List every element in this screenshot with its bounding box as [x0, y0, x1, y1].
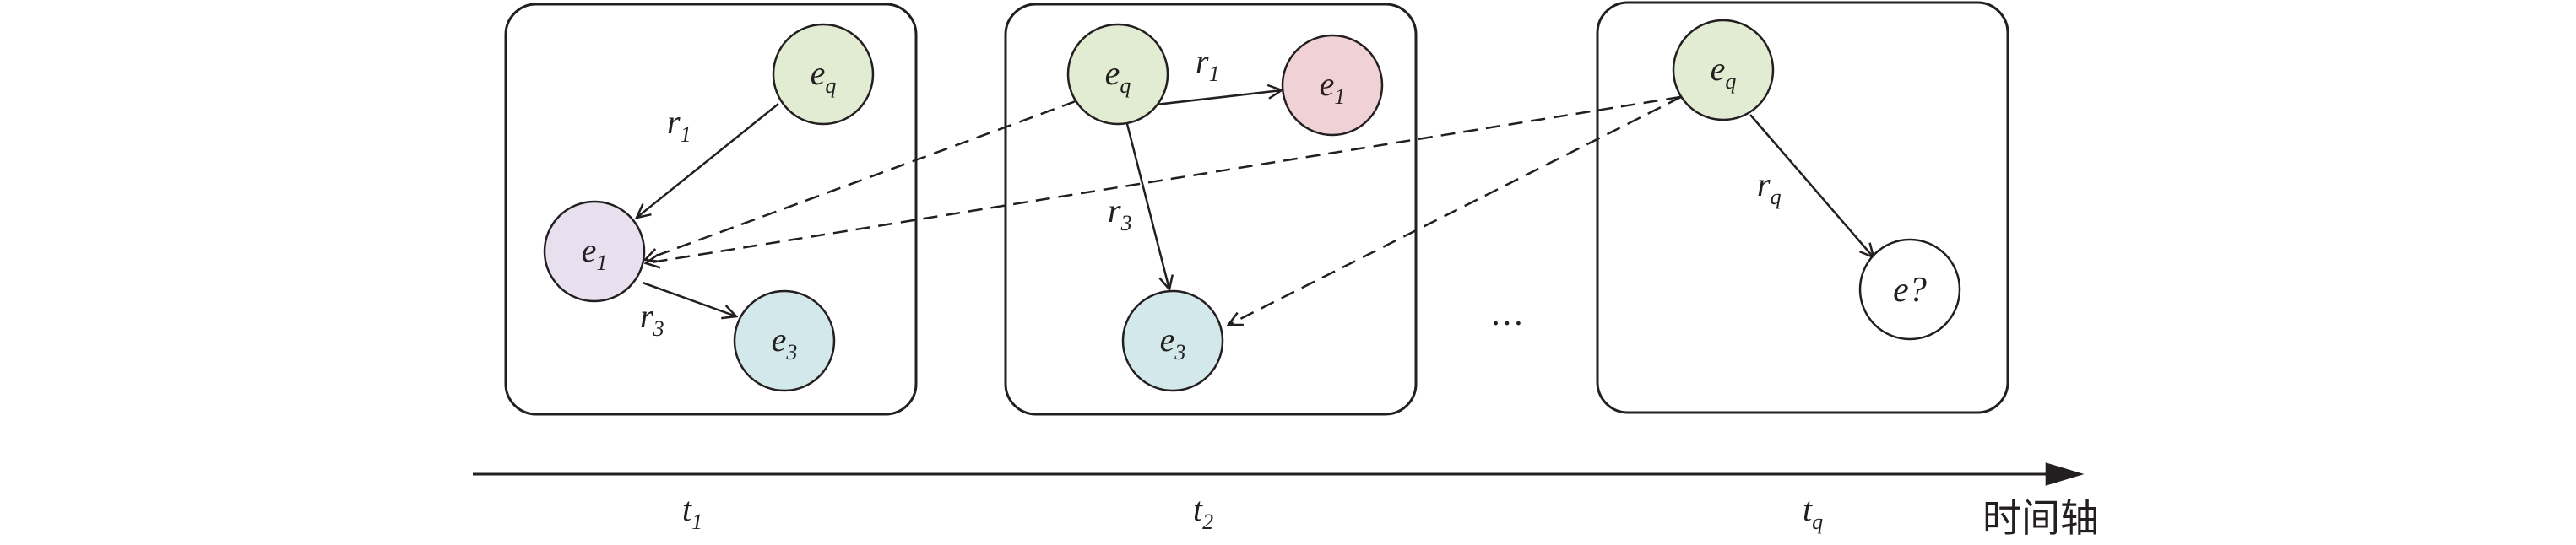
svg-text:e?: e?: [1893, 271, 1927, 310]
time-label-tq: tq: [1803, 490, 1823, 534]
time-axis-label: 时间轴: [1982, 495, 2099, 541]
svg-text:e1: e1: [1320, 65, 1346, 109]
node-t2-eq: eq: [1066, 23, 1169, 126]
time-label-t1: t1: [682, 490, 702, 534]
node-tq-eq: eq: [1672, 19, 1775, 121]
node-t1-e1: e1: [543, 200, 646, 303]
edge-tq-eq-to-unknown: [1749, 114, 1874, 257]
history-link-tq-eq-to-t2-e3: [1228, 95, 1682, 325]
node-t2-e1: e1: [1281, 34, 1384, 137]
svg-text:e3: e3: [1160, 321, 1186, 364]
relation-label-t1-r3: r3: [640, 297, 664, 341]
history-link-t2-eq-to-t1-e1: [645, 100, 1076, 260]
svg-text:eq: eq: [1711, 50, 1737, 94]
time-label-t2: t2: [1193, 490, 1213, 534]
node-t1-e3: e3: [733, 289, 836, 392]
svg-text:e3: e3: [772, 321, 798, 364]
relation-label-t2-r1: r1: [1196, 42, 1220, 86]
svg-text:eq: eq: [811, 54, 837, 98]
edge-t1-eq-to-e1: [637, 103, 779, 218]
svg-text:eq: eq: [1105, 54, 1131, 98]
history-link-tq-eq-to-t1-e1: [646, 95, 1681, 263]
edge-t2-eq-to-e3: [1125, 123, 1169, 289]
relation-label-tq-rq: rq: [1757, 165, 1782, 209]
node-tq-unknown: e?: [1858, 238, 1961, 341]
svg-text:e1: e1: [582, 231, 608, 275]
snapshot-frame-tq: [1596, 1, 2009, 414]
relation-label-t1-r1: r1: [667, 103, 691, 147]
node-t1-eq: eq: [772, 23, 875, 126]
ellipsis: …: [1490, 294, 1524, 332]
edge-t2-eq-to-e1: [1155, 90, 1282, 106]
relation-label-t2-r3: r3: [1108, 192, 1132, 235]
edge-t1-e1-to-e3: [642, 281, 736, 316]
node-t2-e3: e3: [1121, 289, 1224, 392]
